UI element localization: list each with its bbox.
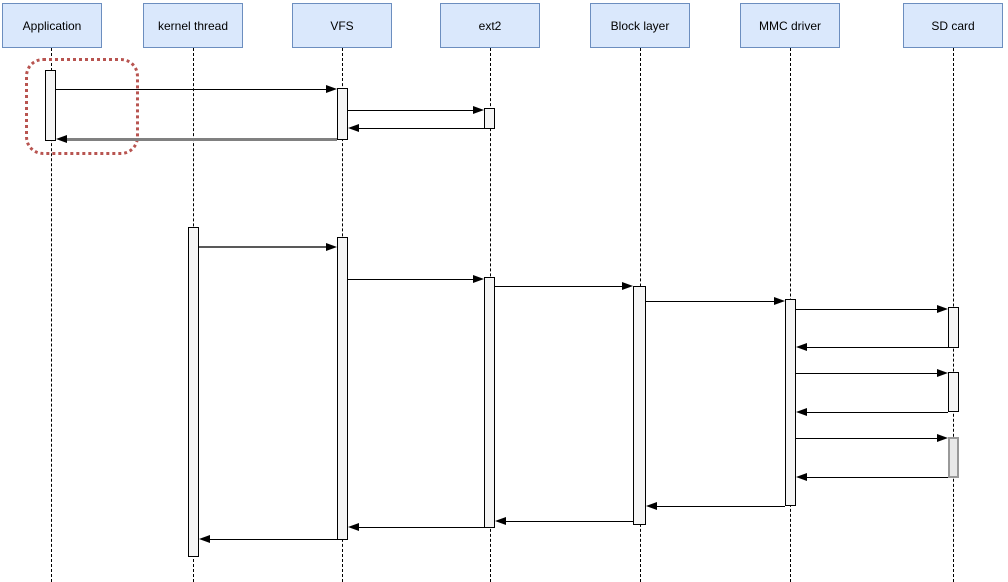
arrowhead-icon xyxy=(348,124,359,132)
message-arrow-mmc-driver-to-sd-card[interactable] xyxy=(796,308,939,310)
activation-bar-application[interactable] xyxy=(45,70,56,141)
actor-mmc-driver[interactable]: MMC driver xyxy=(740,3,840,48)
message-arrow-ext2-to-vfs[interactable] xyxy=(357,526,484,528)
message-arrow-mmc-driver-to-sd-card[interactable] xyxy=(796,437,939,439)
arrowhead-icon xyxy=(622,282,633,290)
message-arrow-block-layer-to-ext2[interactable] xyxy=(504,520,633,522)
actor-ext2[interactable]: ext2 xyxy=(440,3,540,48)
lifeline-application xyxy=(50,48,52,582)
highlight-dotted-box[interactable] xyxy=(25,58,139,155)
actor-kernel-thread[interactable]: kernel thread xyxy=(143,3,243,48)
message-arrow-sd-card-to-mmc-driver[interactable] xyxy=(805,476,948,478)
message-arrow-vfs-to-ext2[interactable] xyxy=(348,109,475,111)
message-arrow-mmc-driver-to-sd-card[interactable] xyxy=(796,372,939,374)
activation-bar-ext2[interactable] xyxy=(484,277,495,528)
message-arrow-kernel-thread-to-vfs[interactable] xyxy=(199,246,328,248)
arrowhead-icon xyxy=(937,434,948,442)
actor-label: Block layer xyxy=(610,18,670,33)
actor-label: ext2 xyxy=(478,18,502,33)
arrowhead-icon xyxy=(326,85,337,93)
activation-bar-ext2[interactable] xyxy=(484,108,495,129)
arrowhead-icon xyxy=(495,517,506,525)
message-arrow-sd-card-to-mmc-driver[interactable] xyxy=(805,411,948,413)
arrowhead-icon xyxy=(937,305,948,313)
arrowhead-icon xyxy=(796,473,807,481)
actor-label: VFS xyxy=(330,18,354,33)
actor-application[interactable]: Application xyxy=(2,3,102,48)
activation-bar-vfs[interactable] xyxy=(337,88,348,140)
activation-bar-sd-card[interactable] xyxy=(948,372,959,412)
arrowhead-icon xyxy=(348,523,359,531)
arrowhead-icon xyxy=(796,343,807,351)
activation-bar-mmc-driver[interactable] xyxy=(785,299,796,506)
arrowhead-icon xyxy=(796,408,807,416)
message-arrow-vfs-to-application[interactable] xyxy=(65,137,337,141)
arrowhead-icon xyxy=(646,502,657,510)
arrowhead-icon xyxy=(473,275,484,283)
actor-block-layer[interactable]: Block layer xyxy=(590,3,690,48)
actor-vfs[interactable]: VFS xyxy=(292,3,392,48)
arrowhead-icon xyxy=(326,243,337,251)
actor-sd-card[interactable]: SD card xyxy=(903,3,1003,48)
activation-bar-block-layer[interactable] xyxy=(633,286,646,525)
actor-label: MMC driver xyxy=(759,18,821,33)
message-arrow-sd-card-to-mmc-driver[interactable] xyxy=(805,346,948,348)
arrowhead-icon xyxy=(56,135,67,143)
arrowhead-icon xyxy=(774,297,785,305)
message-arrow-vfs-to-ext2[interactable] xyxy=(348,278,475,280)
message-arrow-block-layer-to-mmc-driver[interactable] xyxy=(646,300,776,302)
actor-label: kernel thread xyxy=(157,18,229,33)
activation-bar-vfs[interactable] xyxy=(337,237,348,540)
activation-bar-sd-card[interactable] xyxy=(948,307,959,348)
message-arrow-ext2-to-vfs[interactable] xyxy=(357,127,484,129)
message-arrow-mmc-driver-to-block-layer[interactable] xyxy=(655,505,785,507)
arrowhead-icon xyxy=(473,106,484,114)
actor-label: SD card xyxy=(931,18,975,33)
arrowhead-icon xyxy=(937,369,948,377)
actor-label: Application xyxy=(22,18,82,33)
arrowhead-icon xyxy=(199,535,210,543)
message-arrow-vfs-to-kernel-thread[interactable] xyxy=(208,538,337,540)
activation-bar-kernel-thread[interactable] xyxy=(188,227,199,557)
message-arrow-application-to-vfs[interactable] xyxy=(56,88,328,90)
message-arrow-ext2-to-block-layer[interactable] xyxy=(495,285,624,287)
activation-bar-sd-card[interactable] xyxy=(948,437,959,478)
